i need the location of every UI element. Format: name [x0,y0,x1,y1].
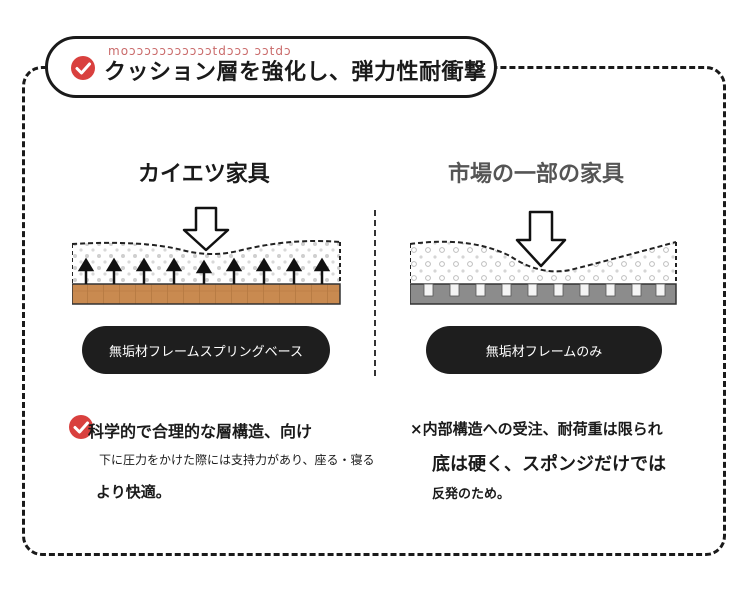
title-overlay-garble: moɔɔɔɔɔɔɔɔɔɔɔtdɔɔɔ ɔɔtdɔ [108,44,292,58]
right-column-heading: 市場の一部の家具 [448,162,625,187]
right-structure-label: 無垢材フレームのみ [426,326,662,374]
left-structure-label: 無垢材フレームスプリングベース [82,326,330,374]
right-description-line3: 反発のため。 [432,487,511,502]
left-layer-diagram [72,206,341,305]
page-title: クッション層を強化し、弾力性耐衝撃 [104,60,487,85]
cushion-layer [410,241,676,284]
check-icon [71,56,95,80]
cushion-layer [72,241,340,284]
left-description-line1: 科学的で合理的な層構造、向け [88,422,313,441]
pressure-arrow-icon [515,210,567,268]
column-divider [374,210,376,376]
left-description-line3: より快適。 [96,483,171,501]
left-description-line2: 下に圧力をかけた際には支持力があり、座る・寝る [99,453,375,467]
wood-base [72,283,341,305]
check-icon [69,415,93,439]
right-description-line2: 底は硬く、スポンジだけでは [432,454,666,475]
right-layer-diagram [410,210,677,305]
pressure-arrow-icon [182,206,230,252]
slat-gaps [423,283,666,297]
right-description-line1: ×内部構造への受注、耐荷重は限られ [410,420,663,438]
support-arrows-icon [77,257,331,284]
left-column-heading: カイエツ家具 [138,162,270,187]
title-banner [45,36,497,98]
